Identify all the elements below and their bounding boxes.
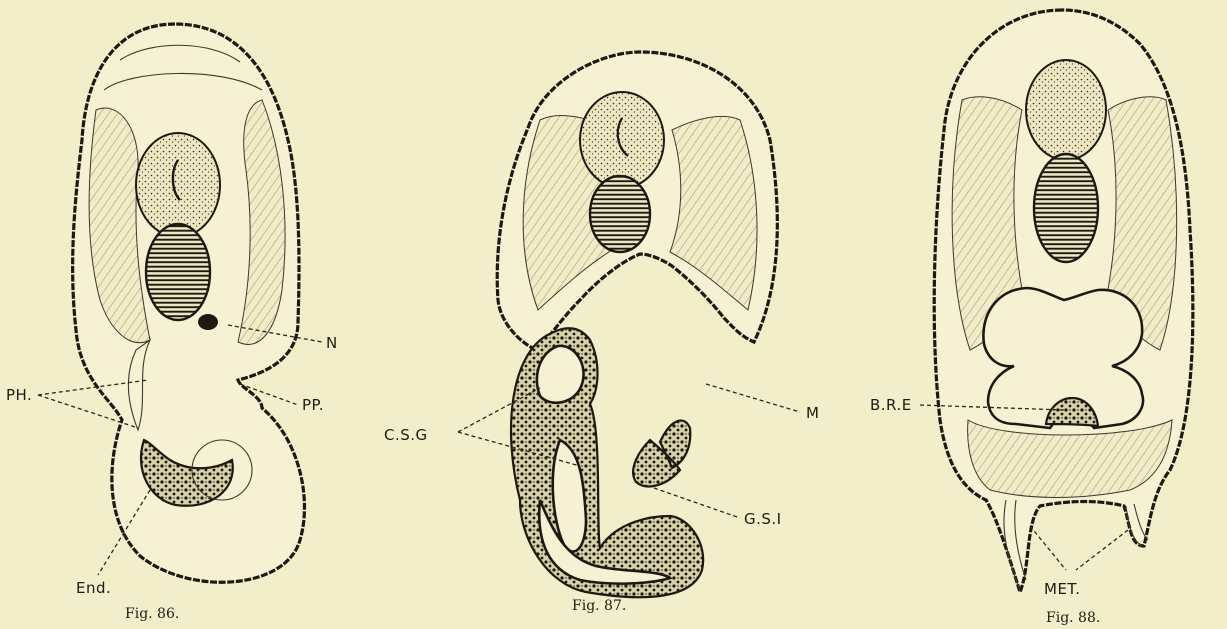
figure-88: B.R.E MET. Fig. 88. — [870, 10, 1193, 626]
label-bre: B.R.E — [870, 396, 912, 414]
label-gsi: G.S.I — [744, 510, 782, 528]
fig88-neural-tube — [1026, 60, 1106, 160]
caption-fig86: Fig. 86. — [125, 606, 179, 622]
caption-fig88: Fig. 88. — [1046, 610, 1100, 626]
fig86-neural-tube — [136, 133, 220, 237]
fig87-notochord — [590, 176, 650, 252]
fig87-neural-tube — [580, 92, 664, 188]
fig87-muscle-plate-right — [670, 116, 757, 310]
label-n: N — [326, 334, 338, 352]
label-pp: PP. — [302, 396, 324, 414]
label-end: End. — [76, 579, 111, 597]
fig88-notochord — [1034, 154, 1098, 262]
label-ph: PH. — [6, 386, 32, 404]
label-met: MET. — [1044, 580, 1081, 598]
fig86-notochord — [146, 224, 210, 320]
label-csg: C.S.G — [384, 426, 428, 444]
fig86-nerve — [198, 314, 218, 330]
caption-fig87: Fig. 87. — [572, 598, 626, 614]
fig87-gut-segment — [633, 420, 690, 486]
label-m: M — [806, 404, 819, 422]
fig87-gut-lumen — [537, 346, 584, 403]
figure-87: C.S.G M G.S.I Fig. 87. — [384, 52, 819, 614]
figure-86: N PH. PP. End. Fig. 86. — [6, 24, 338, 622]
